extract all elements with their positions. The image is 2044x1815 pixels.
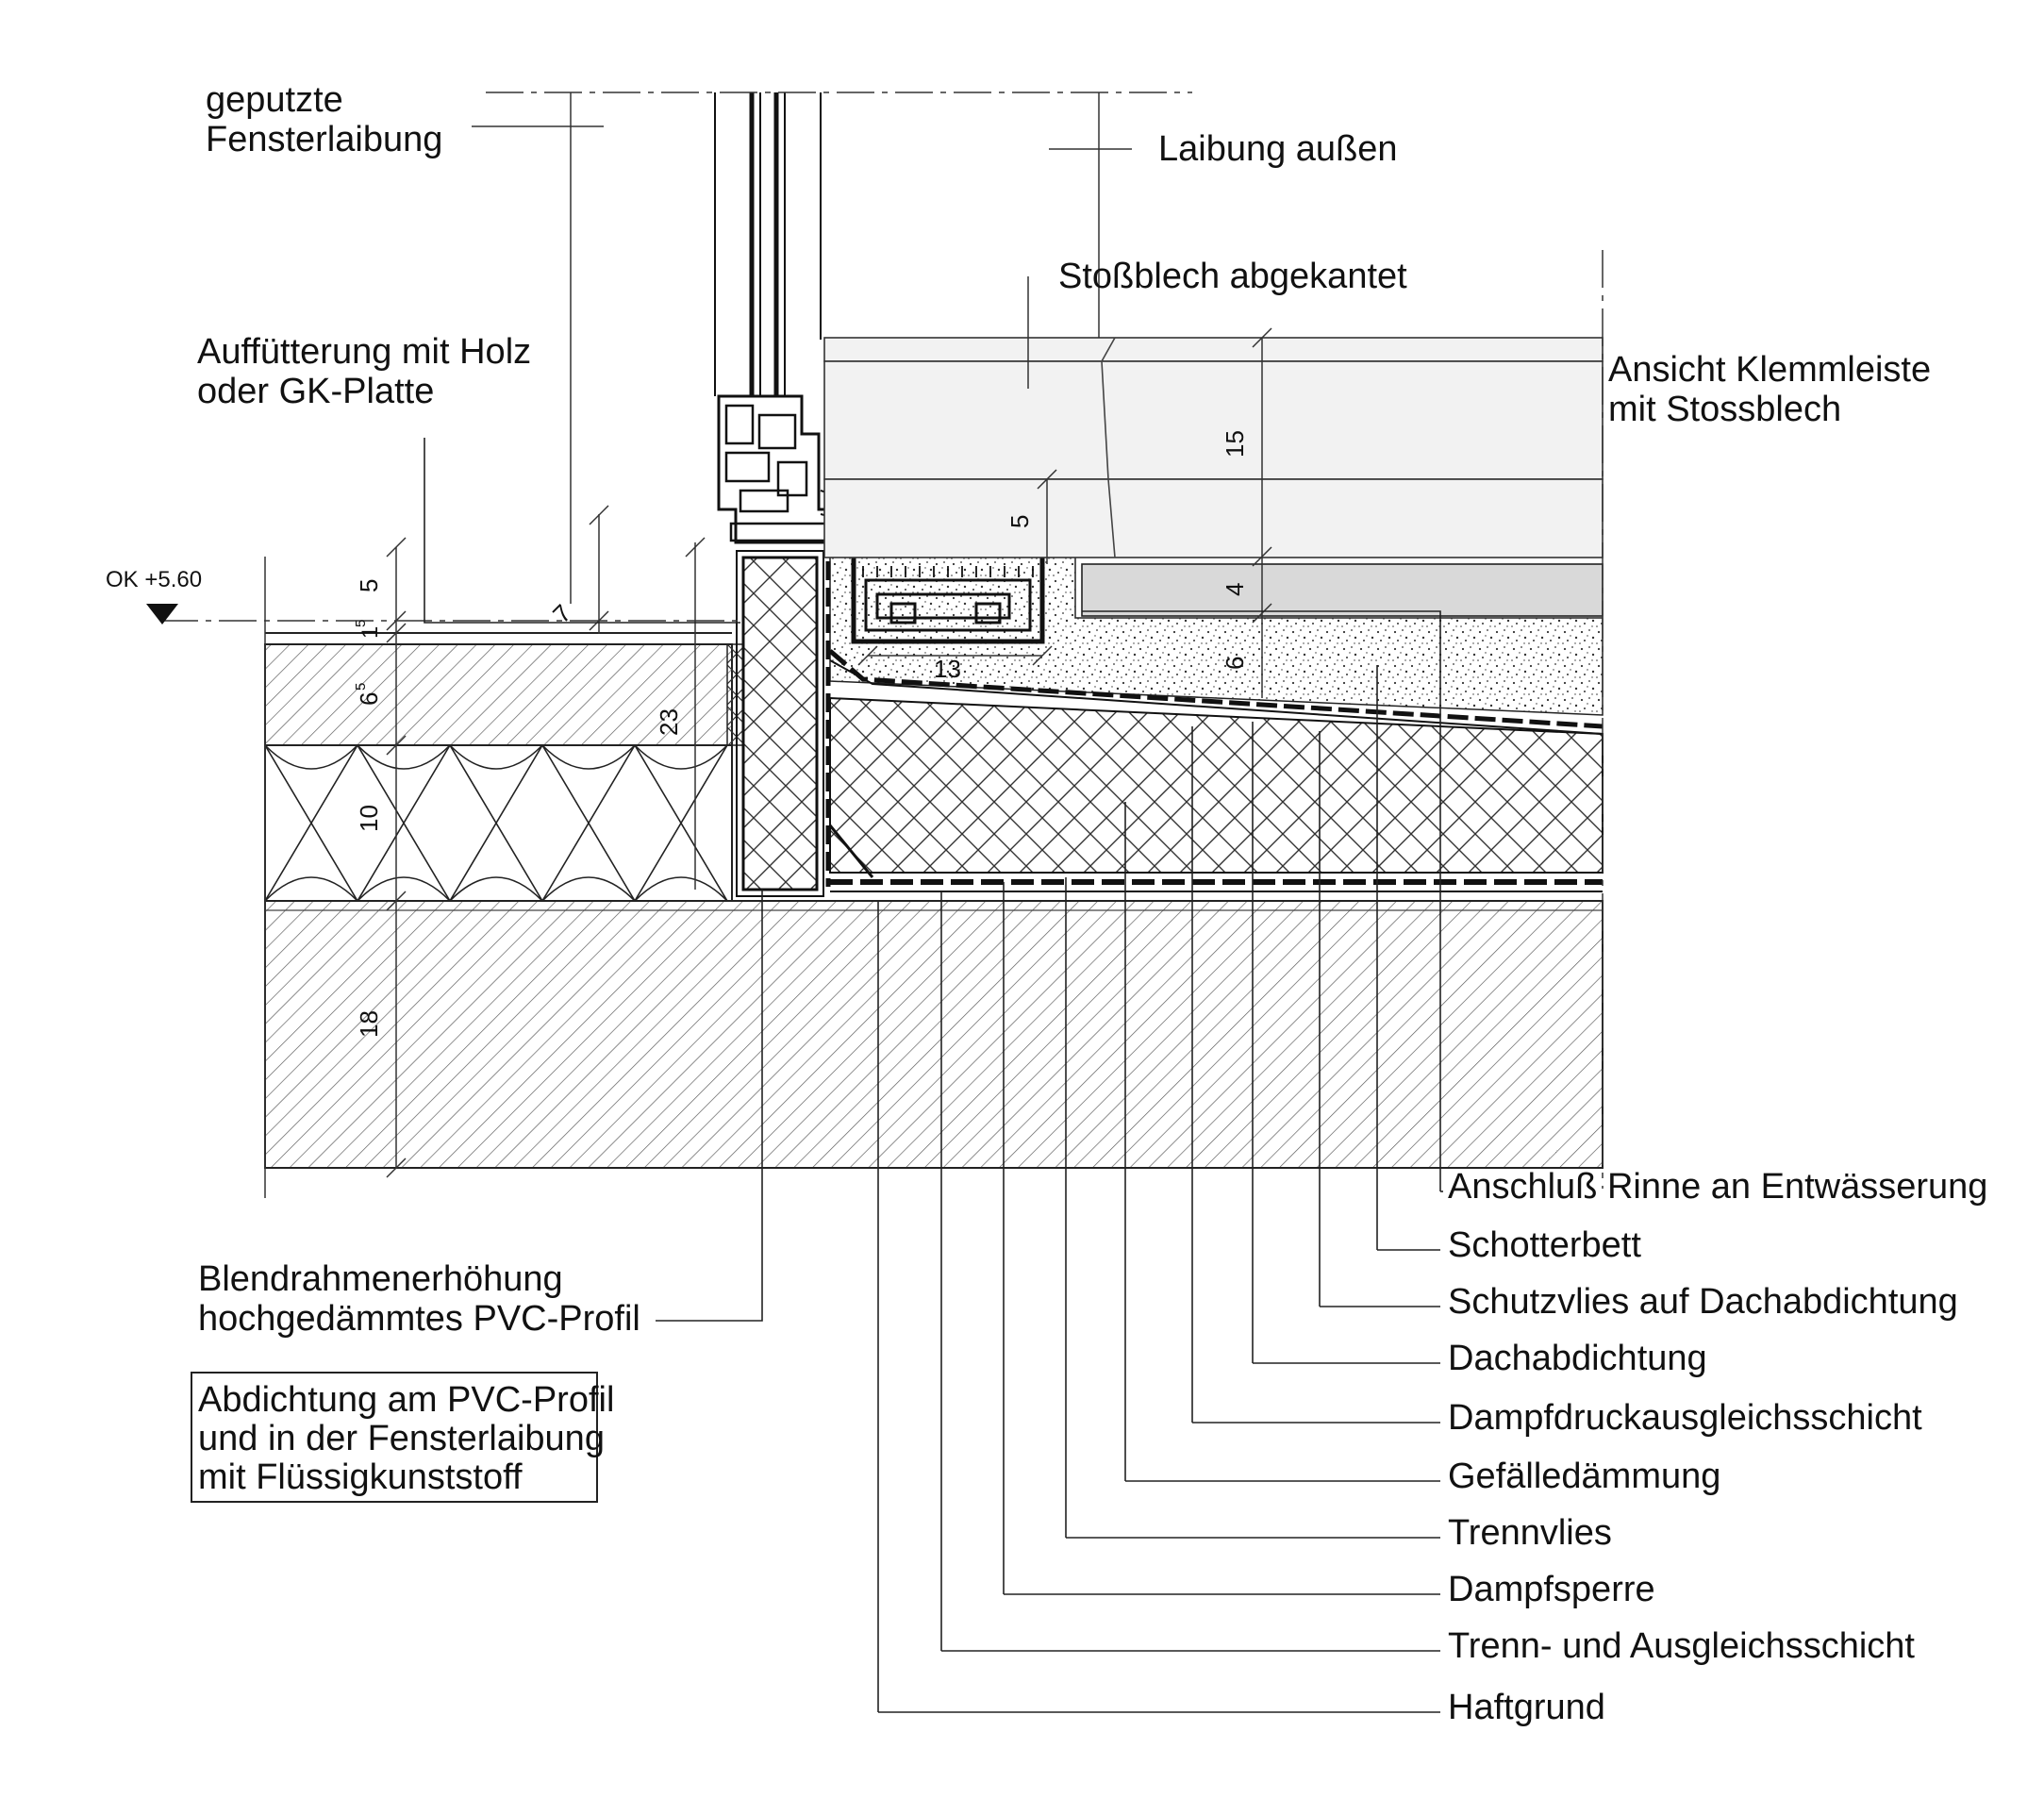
dim-1-5: 1 [357,626,383,639]
label-blendrahmen-1: Blendrahmenerhöhung [198,1259,563,1299]
drainage-channel [851,557,1045,644]
layer-label-5: Dampfdruckausgleichsschicht [1448,1398,1922,1438]
dim-5-left: 5 [355,579,383,592]
label-blendrahmen-2: hochgedämmtes PVC-Profil [198,1299,640,1339]
note-box [191,1372,598,1503]
layer-label-4: Dachabdichtung [1448,1339,1707,1378]
dim-6-5-sup: 5 [353,683,369,691]
insulation-loops [264,743,728,903]
dim-6-5: 6 [355,692,383,706]
label-geputzte-1: geputzte [206,80,343,120]
layer-label-3: Schutzvlies auf Dachabdichtung [1448,1282,1958,1322]
layer-label-1: Anschluß Rinne an Entwässerung [1448,1167,1987,1207]
dim-13: 13 [934,655,961,683]
dim-23: 23 [655,708,683,736]
note-line-1: Abdichtung am PVC-Profil [198,1380,614,1420]
layer-label-2: Schotterbett [1448,1225,1641,1265]
label-laibung: Laibung außen [1158,129,1398,169]
dim-10: 10 [355,805,383,832]
level-marker-icon [146,604,178,624]
dim-18: 18 [355,1010,383,1038]
label-ansicht-1: Ansicht Klemmleiste [1608,350,1931,390]
layer-label-8: Dampfsperre [1448,1570,1655,1609]
dim-4: 4 [1221,583,1249,596]
center-lines [160,92,1604,1189]
layer-label-9: Trenn- und Ausgleichsschicht [1448,1626,1915,1666]
label-auffutterung-1: Auffütterung mit Holz [197,332,531,372]
pvc-profile [741,556,819,891]
concrete-slab [264,900,1604,1169]
dim-7: 7 [547,599,576,628]
slope-insulation [829,696,1604,874]
label-stossblech: Stoßblech abgekantet [1058,257,1407,296]
label-geputzte-2: Fensterlaibung [206,120,442,159]
dim-1-5-sup: 5 [353,620,369,627]
dim-5-right: 5 [1005,515,1034,528]
label-auffutterung-2: oder GK-Platte [197,372,434,411]
note-line-3: mit Flüssigkunststoff [198,1457,523,1497]
note-line-2: und in der Fensterlaibung [198,1419,605,1458]
flashing-view [823,337,1604,617]
label-ok-level: OK +5.60 [106,567,202,592]
layer-label-7: Trennvlies [1448,1513,1612,1553]
leader-lines [424,438,1443,1713]
window-frame [714,92,850,544]
dim-6: 6 [1221,657,1249,670]
dim-15: 15 [1221,430,1249,458]
layer-label-6: Gefälledämmung [1448,1457,1720,1496]
label-ansicht-2: mit Stossblech [1608,390,1841,429]
layer-label-10: Haftgrund [1448,1688,1605,1727]
dimension-lines [386,92,1272,1178]
